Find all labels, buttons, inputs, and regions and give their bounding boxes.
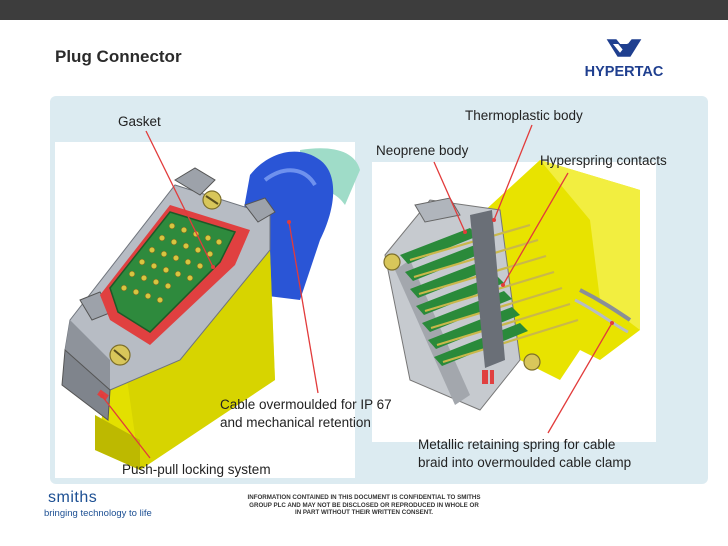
label-metallic-spring-line1: Metallic retaining spring for cable <box>418 437 616 452</box>
leader-cable-overmould <box>288 221 319 394</box>
top-bar <box>0 0 728 20</box>
label-hyperspring-contacts: Hyperspring contacts <box>540 153 667 168</box>
neoprene-strip <box>470 210 505 368</box>
label-push-pull: Push-pull locking system <box>122 462 271 477</box>
label-cable-overmoulded-line1: Cable overmoulded for IP 67 <box>220 397 392 412</box>
hypertac-logo-mark <box>606 39 642 57</box>
leader-metallic-spring <box>547 322 613 434</box>
label-cable-overmoulded-line2: and mechanical retention <box>220 415 371 430</box>
notice-line-2: GROUP PLC AND MAY NOT BE DISCLOSED OR RE… <box>249 501 479 509</box>
hypertac-logo: HYPERTAC <box>585 39 664 80</box>
label-thermoplastic-body: Thermoplastic body <box>465 108 583 123</box>
leader-lines <box>101 124 613 459</box>
leader-push-pull <box>101 395 151 459</box>
leader-thermoplastic <box>493 124 533 221</box>
label-metallic-spring-line2: braid into overmoulded cable clamp <box>418 455 632 470</box>
leader-hyperspring <box>502 172 569 286</box>
label-gasket: Gasket <box>118 114 161 129</box>
label-neoprene-body: Neoprene body <box>376 143 469 158</box>
slide-title: Plug Connector <box>55 47 182 66</box>
hypertac-logo-text: HYPERTAC <box>585 64 664 80</box>
smiths-logo-text: smiths <box>48 489 98 506</box>
confidential-notice: INFORMATION CONTAINED IN THIS DOCUMENT I… <box>226 494 502 517</box>
push-pull-latch <box>61 348 111 421</box>
left-connector <box>61 148 360 470</box>
notice-line-1: INFORMATION CONTAINED IN THIS DOCUMENT I… <box>247 494 481 501</box>
leader-dots <box>100 218 614 398</box>
smiths-tagline: bringing technology to life <box>44 508 152 519</box>
metallic-spring <box>579 288 632 322</box>
right-connector <box>383 160 640 411</box>
notice-line-3: IN PART WITHOUT THEIR WRITTEN CONSENT. <box>294 509 434 517</box>
contact-insert <box>109 211 237 333</box>
contact-pins <box>120 222 223 304</box>
leader-neoprene <box>433 161 466 233</box>
leader-gasket <box>145 130 214 268</box>
